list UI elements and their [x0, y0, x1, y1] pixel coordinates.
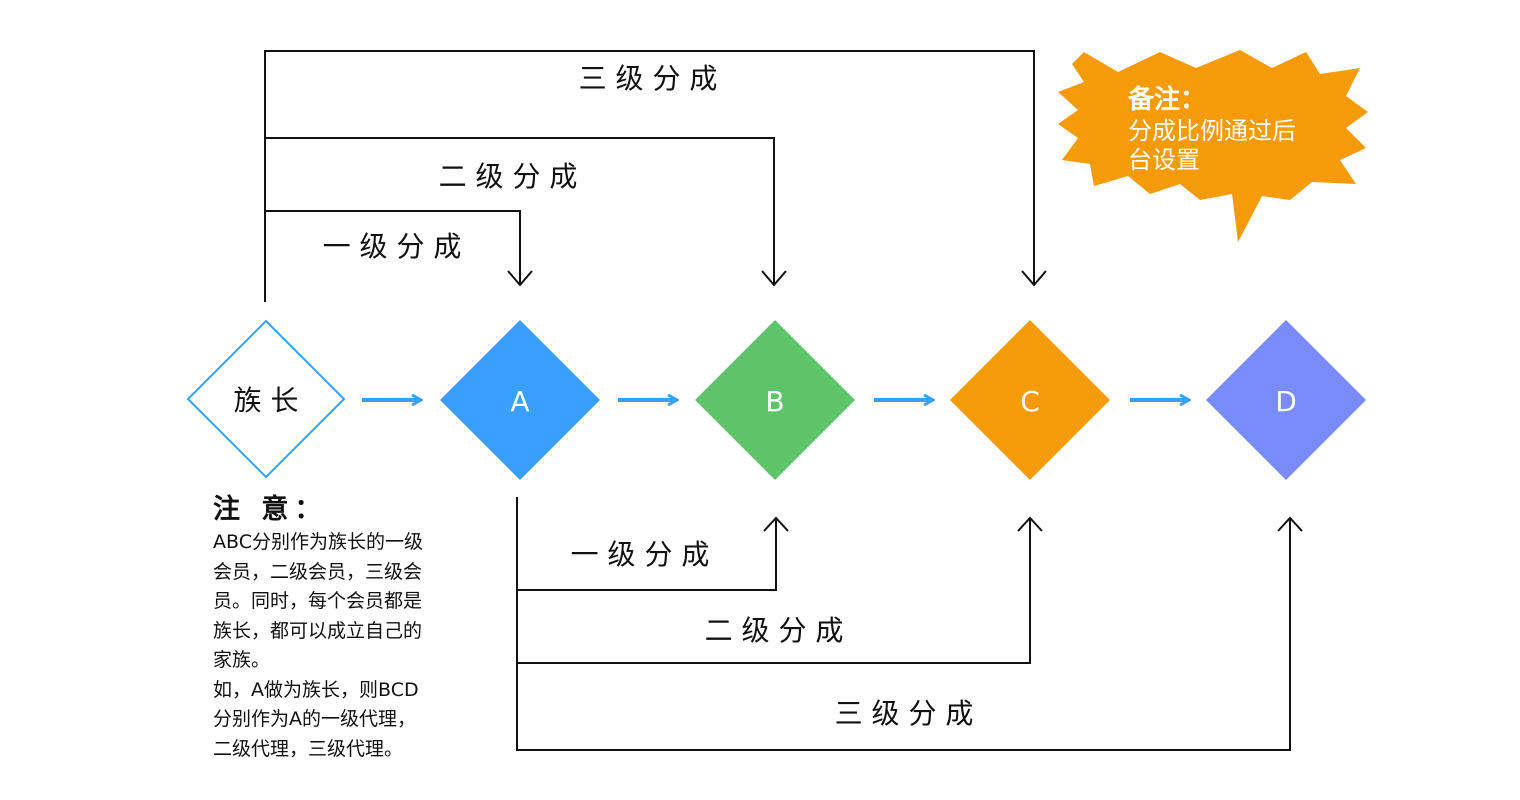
top-link-level3-line: [264, 50, 1035, 302]
arrowhead-up-icon: [1277, 516, 1303, 532]
notice-line: ABC分别作为族长的一级: [213, 531, 423, 553]
node-label: C: [1020, 385, 1040, 418]
top-link-level1-label: 一 级 分 成: [323, 230, 462, 263]
notice-line: 员。同时，每个会员都是: [213, 590, 423, 612]
bottom-link-level1-label: 一 级 分 成: [571, 538, 710, 571]
bottom-link-level2-label: 二 级 分 成: [705, 614, 844, 647]
diamond-shape: [950, 320, 1110, 480]
notice-block: 注 意： ABC分别作为族长的一级 会员，二级会员，三级会 员。同时，每个会员都…: [213, 492, 481, 764]
remark-line: 分成比例通过后: [1128, 117, 1296, 145]
bottom-link-level1-line: [517, 518, 777, 591]
arrowhead-up-icon: [1017, 516, 1043, 532]
arrowhead-down-icon: [507, 270, 533, 287]
notice-line: 会员，二级会员，三级会: [213, 560, 423, 583]
arrowhead-down-icon: [1021, 270, 1047, 287]
top-link-level2-label: 二 级 分 成: [439, 160, 578, 193]
starburst-shape: [1058, 50, 1368, 242]
bottom-link-level3-label: 三 级 分 成: [835, 697, 974, 730]
bottom-links: [516, 497, 1303, 751]
node-label: A: [510, 385, 529, 418]
notice-line: 族长，都可以成立自己的: [213, 619, 423, 642]
remark-line: 台设置: [1128, 146, 1200, 174]
notice-line: 分别作为A的一级代理，: [213, 708, 416, 730]
remark-title: 备注：: [1127, 84, 1206, 115]
notice-line: 二级代理，三级代理。: [213, 737, 404, 760]
node-label: 族 长: [234, 384, 299, 417]
node-d: D: [1206, 320, 1366, 480]
node-patriarch: 族 长: [186, 319, 346, 479]
node-label: B: [765, 385, 784, 418]
node-b: B: [695, 320, 855, 480]
diamond-shape: [186, 319, 346, 479]
diamond-shape: [1206, 320, 1366, 480]
top-link-level2-line: [265, 137, 775, 285]
node-c: C: [950, 320, 1110, 480]
notice-line: 如，A做为族长，则BCD: [213, 678, 419, 701]
remark-callout: 备注： 分成比例通过后 台设置: [1058, 50, 1368, 242]
arrowhead-up-icon: [763, 516, 789, 532]
node-a: A: [440, 320, 600, 480]
arrowhead-down-icon: [761, 270, 787, 287]
notice-title: 注 意：: [213, 494, 328, 525]
notice-line: 家族。: [213, 649, 271, 671]
diamond-shape: [440, 320, 600, 480]
node-label: D: [1275, 385, 1297, 418]
diamond-shape: [695, 320, 855, 480]
bottom-link-line: [516, 497, 1291, 751]
top-link-level3-label: 三 级 分 成: [579, 62, 718, 95]
top-link-level1-line: [265, 210, 521, 285]
bottom-link-level2-line: [517, 518, 1031, 664]
top-links: [264, 50, 1047, 302]
